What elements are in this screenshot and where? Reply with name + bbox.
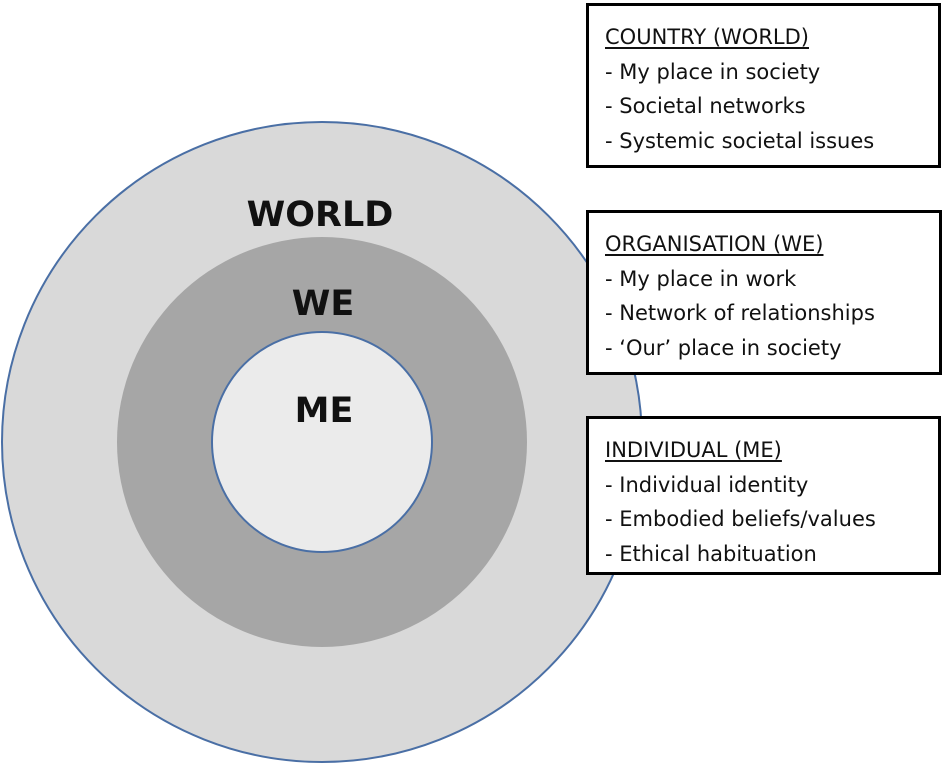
organisation-we-box: ORGANISATION (WE) My place in work Netwo… [586,210,942,375]
individual-box-item: Individual identity [605,468,938,503]
individual-box-item: Embodied beliefs/values [605,502,938,537]
country-world-box: COUNTRY (WORLD) My place in society Soci… [586,3,941,168]
individual-box-title: INDIVIDUAL (ME) [605,438,782,462]
country-box-item: Systemic societal issues [605,124,938,159]
organisation-box-item: ‘Our’ place in society [605,331,939,366]
organisation-box-item: Network of relationships [605,296,939,331]
individual-me-box: INDIVIDUAL (ME) Individual identity Embo… [586,416,941,575]
organisation-box-list: My place in work Network of relationship… [605,262,939,366]
country-box-title: COUNTRY (WORLD) [605,25,809,49]
country-box-item: My place in society [605,55,938,90]
me-label: ME [295,391,354,431]
organisation-box-title: ORGANISATION (WE) [605,232,824,256]
we-label: WE [292,284,355,324]
country-box-item: Societal networks [605,89,938,124]
individual-box-list: Individual identity Embodied beliefs/val… [605,468,938,572]
world-label: WORLD [247,195,394,235]
inner-circle-me [211,331,433,553]
country-box-list: My place in society Societal networks Sy… [605,55,938,159]
individual-box-item: Ethical habituation [605,537,938,572]
organisation-box-item: My place in work [605,262,939,297]
